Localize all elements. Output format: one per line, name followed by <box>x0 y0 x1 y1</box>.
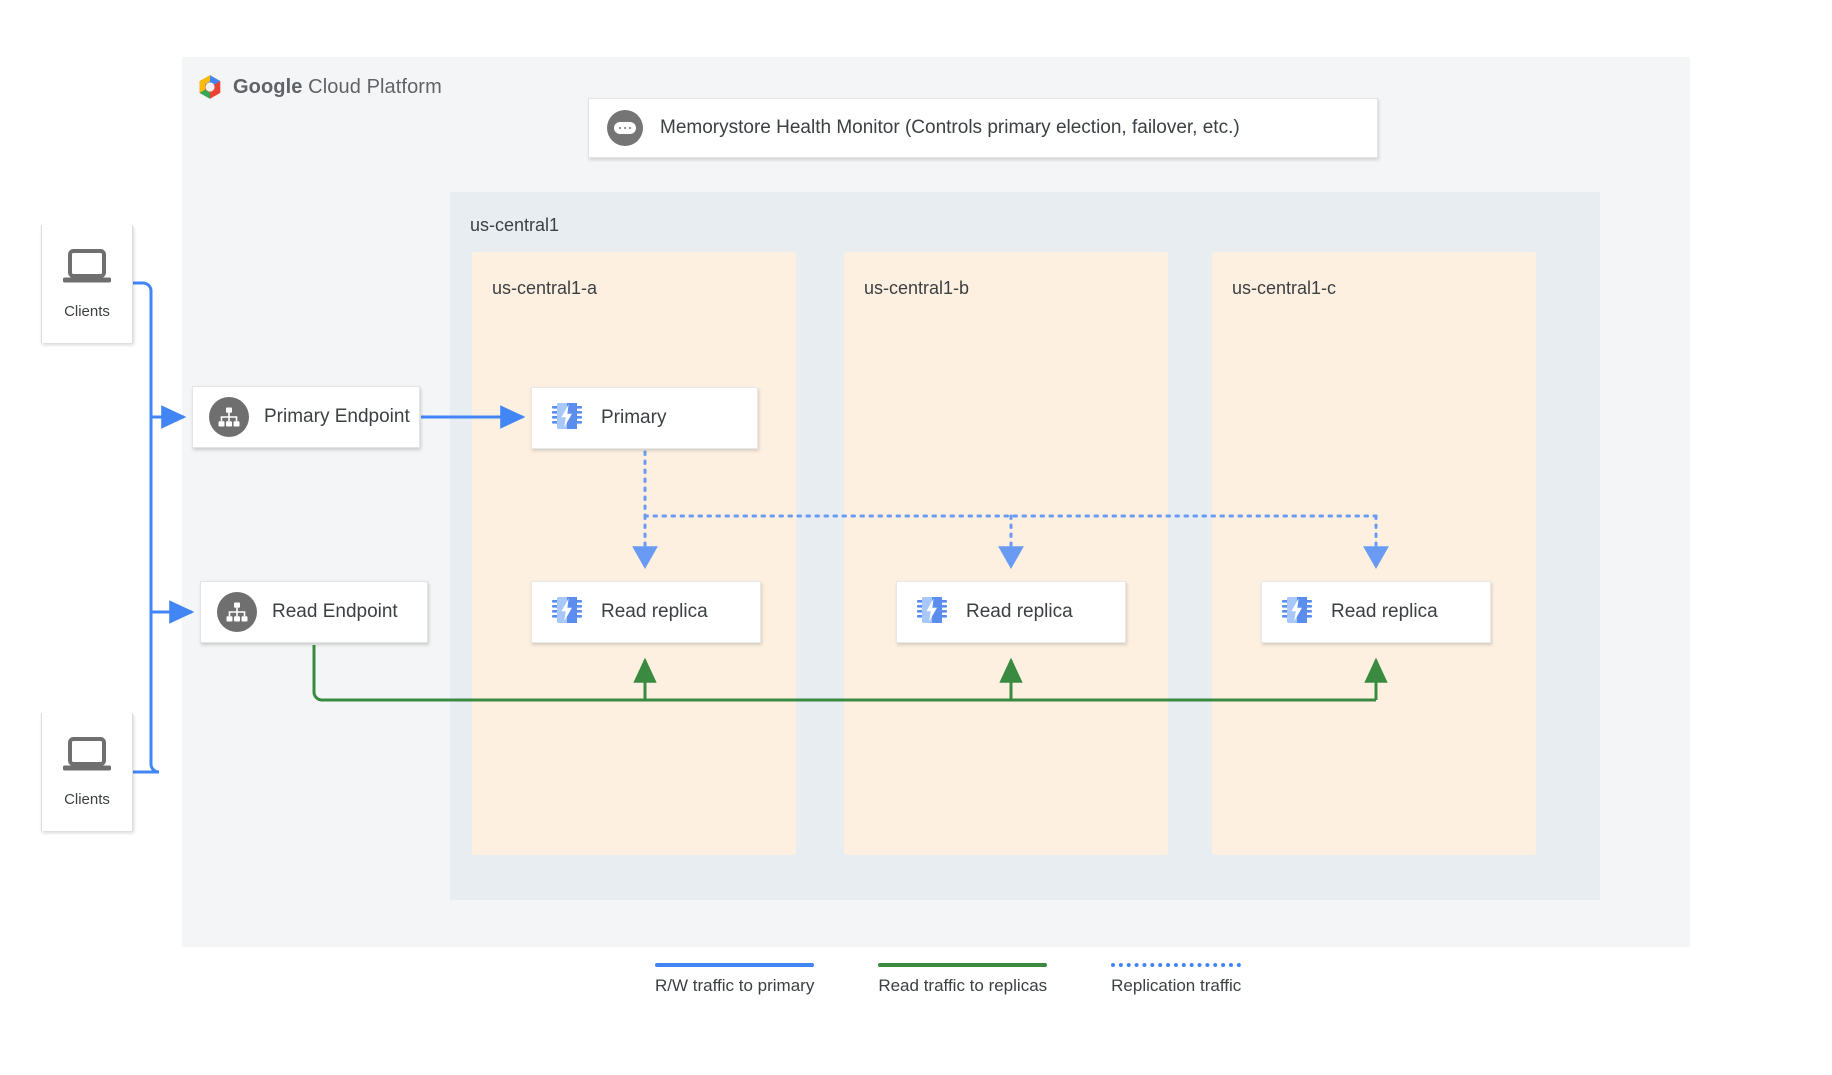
legend-swatch-read <box>878 963 1048 967</box>
zone-label-b: us-central1-b <box>864 278 970 298</box>
legend-item-rw-traffic: R/W traffic to primary <box>655 963 815 996</box>
memorystore-chip-icon <box>550 593 584 632</box>
zone-label-c: us-central1-c <box>1232 278 1337 298</box>
three-dots-icon <box>607 110 643 146</box>
legend-swatch-replication <box>1111 963 1242 967</box>
memorystore-health-monitor-card: Memorystore Health Monitor (Controls pri… <box>588 98 1378 158</box>
legend-swatch-rw <box>655 963 815 967</box>
region-label: us-central1 <box>470 215 560 235</box>
read-endpoint-card[interactable]: Read Endpoint <box>200 581 428 643</box>
primary-node-card[interactable]: Primary <box>531 387 758 449</box>
hierarchy-icon <box>217 592 257 632</box>
legend-item-read-traffic: Read traffic to replicas <box>878 963 1048 996</box>
legend-item-replication-traffic: Replication traffic <box>1111 963 1242 996</box>
read-replica-label-c: Read replica <box>1331 601 1438 622</box>
logo-word-google: Google <box>233 75 303 98</box>
primary-endpoint-card[interactable]: Primary Endpoint <box>192 386 420 448</box>
hierarchy-icon <box>209 397 249 437</box>
read-replica-node-card-a[interactable]: Read replica <box>531 581 761 643</box>
google-cloud-platform-logo: Google Cloud Platform <box>196 73 442 101</box>
read-replica-label-a: Read replica <box>601 601 708 622</box>
read-replica-label-b: Read replica <box>966 601 1073 622</box>
clients-label-bottom: Clients <box>64 791 110 808</box>
clients-card-bottom[interactable]: Clients <box>41 713 133 831</box>
read-replica-node-card-b[interactable]: Read replica <box>896 581 1126 643</box>
zone-container-us-central1-a: us-central1-a <box>472 252 796 855</box>
clients-label-top: Clients <box>64 303 110 320</box>
memorystore-chip-icon <box>550 399 584 438</box>
memorystore-chip-icon <box>915 593 949 632</box>
primary-node-label: Primary <box>601 407 667 428</box>
memorystore-chip-icon <box>1280 593 1314 632</box>
logo-wordmark: Google Cloud Platform <box>233 76 442 99</box>
zone-container-us-central1-c: us-central1-c <box>1212 252 1536 855</box>
clients-card-top[interactable]: Clients <box>41 225 133 343</box>
health-monitor-label: Memorystore Health Monitor (Controls pri… <box>660 117 1240 138</box>
zone-label-a: us-central1-a <box>492 278 598 298</box>
logo-word-cloud-platform: Cloud Platform <box>302 75 442 98</box>
laptop-icon <box>61 736 113 781</box>
legend: R/W traffic to primary Read traffic to r… <box>655 963 1242 996</box>
google-cloud-hexagon-icon <box>196 73 224 101</box>
read-replica-node-card-c[interactable]: Read replica <box>1261 581 1491 643</box>
legend-label-replication: Replication traffic <box>1111 976 1242 995</box>
primary-endpoint-label: Primary Endpoint <box>264 406 410 427</box>
legend-label-read: Read traffic to replicas <box>878 976 1048 995</box>
read-endpoint-label: Read Endpoint <box>272 601 398 622</box>
laptop-icon <box>61 248 113 293</box>
zone-container-us-central1-b: us-central1-b <box>844 252 1168 855</box>
legend-label-rw: R/W traffic to primary <box>655 976 815 995</box>
